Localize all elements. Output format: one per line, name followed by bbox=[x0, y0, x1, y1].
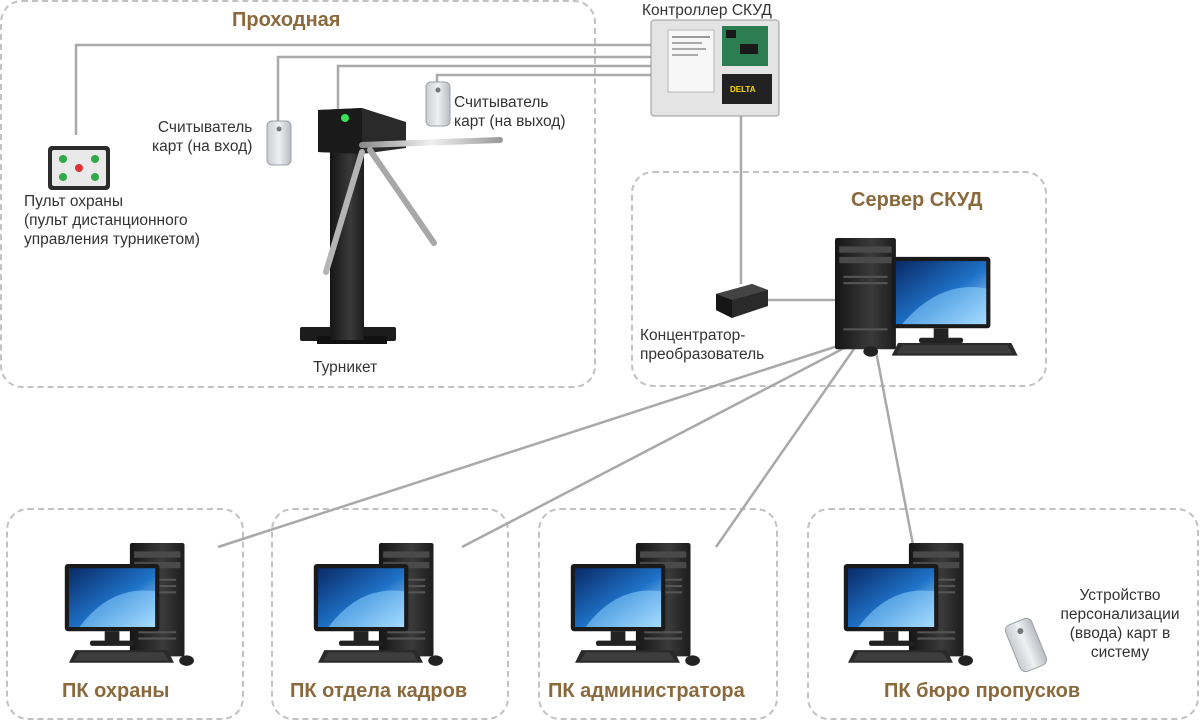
controller-label: Контроллер СКУД bbox=[642, 2, 772, 19]
reader-out-icon bbox=[425, 81, 451, 127]
zone-checkpoint bbox=[0, 0, 596, 388]
reader-in-label: Считыватель карт (на вход) bbox=[152, 118, 252, 156]
hub-label-line: преобразователь bbox=[640, 346, 765, 363]
zone-checkpoint-title: Проходная bbox=[232, 9, 341, 31]
guard-panel-label-line: (пульт дистанционного bbox=[24, 212, 188, 229]
zone-pc-hr bbox=[271, 508, 509, 720]
enroll-device-icon bbox=[1004, 617, 1048, 673]
enroll-device-label: Устройство персонализации (ввода) карт в… bbox=[1050, 586, 1190, 662]
pc-pass-icon bbox=[843, 543, 973, 666]
zone-server-title: Сервер СКУД bbox=[851, 189, 983, 211]
zone-pc-admin-title: ПК администратора bbox=[548, 680, 745, 702]
enroll-device-label-line: (ввода) карт в bbox=[1069, 625, 1171, 642]
reader-in-icon bbox=[266, 120, 292, 166]
guard-panel-label-line: управления турникетом) bbox=[24, 231, 200, 248]
guard-panel-icon bbox=[48, 146, 110, 190]
reader-in-label-line: Считыватель bbox=[157, 119, 253, 136]
hub-label: Концентратор- преобразователь bbox=[640, 326, 764, 364]
enroll-device-label-line: систему bbox=[1090, 644, 1150, 661]
pc-security-icon bbox=[64, 543, 194, 666]
zone-pc-pass bbox=[807, 508, 1199, 720]
server-pc-icon bbox=[835, 238, 1018, 357]
zone-pc-security bbox=[6, 508, 244, 720]
zone-pc-hr-title: ПК отдела кадров bbox=[290, 680, 468, 702]
hub-label-line: Концентратор- bbox=[640, 327, 746, 344]
zone-pc-security-title: ПК охраны bbox=[62, 680, 170, 702]
wires bbox=[74, 43, 916, 551]
turnstile-label: Турникет bbox=[313, 359, 378, 376]
guard-panel-label: Пульт охраны (пульт дистанционного управ… bbox=[24, 192, 200, 249]
reader-out-label: Считыватель карт (на выход) bbox=[454, 93, 566, 131]
pc-hr-icon bbox=[313, 543, 443, 666]
controller-icon: DELTA bbox=[650, 19, 780, 117]
reader-out-label-line: карт (на выход) bbox=[454, 113, 566, 130]
zone-server bbox=[631, 171, 1047, 387]
turnstile-icon bbox=[300, 108, 503, 344]
guard-panel-label-line: Пульт охраны bbox=[24, 193, 124, 210]
zone-pc-pass-title: ПК бюро пропусков bbox=[884, 680, 1081, 702]
zone-pc-admin bbox=[538, 508, 778, 720]
enroll-device-label-line: Устройство bbox=[1079, 587, 1161, 604]
enroll-device-label-line: персонализации bbox=[1060, 606, 1180, 623]
reader-in-label-line: карт (на вход) bbox=[152, 138, 253, 155]
svg-text:DELTA: DELTA bbox=[730, 85, 756, 94]
reader-out-label-line: Считыватель bbox=[454, 94, 549, 111]
hub-icon bbox=[716, 284, 768, 318]
pc-admin-icon bbox=[570, 543, 700, 666]
